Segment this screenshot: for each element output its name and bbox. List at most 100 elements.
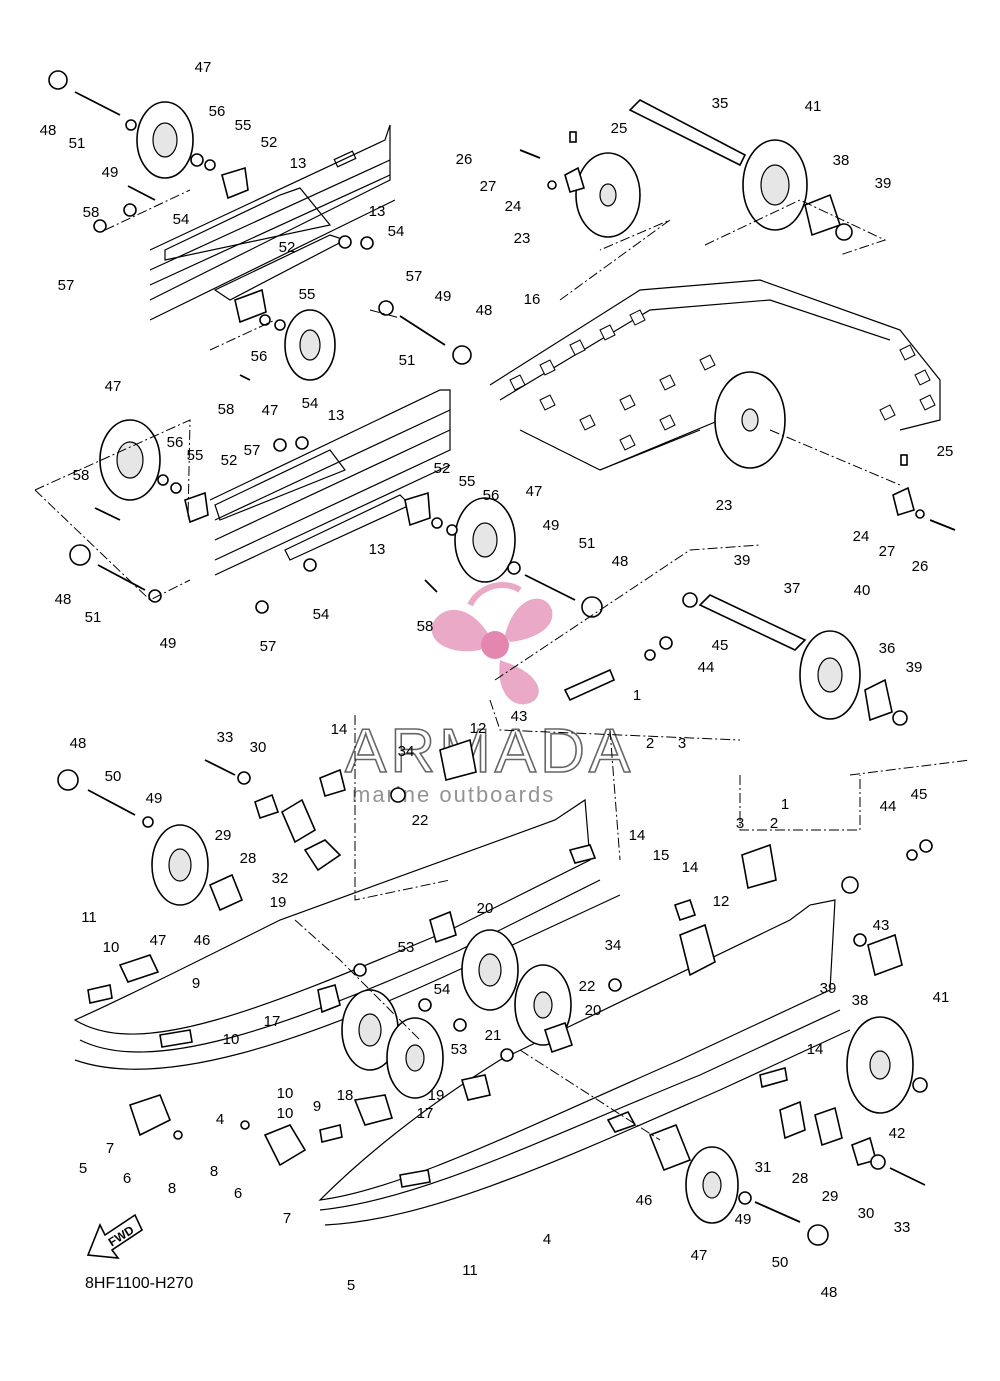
armada-logo: ARMADA marine outboards: [344, 582, 634, 807]
callout-26: 26: [912, 558, 929, 575]
callout-48: 48: [55, 591, 72, 608]
lower-rail-assembly: FWD: [57, 715, 971, 1259]
middle-rail-assembly: [34, 389, 603, 618]
callout-54: 54: [434, 981, 451, 998]
callout-24: 24: [853, 528, 870, 545]
callout-25: 25: [937, 443, 954, 460]
callout-52: 52: [279, 239, 296, 256]
callout-47: 47: [526, 483, 543, 500]
callout-42: 42: [889, 1125, 906, 1142]
callout-58: 58: [73, 467, 90, 484]
callout-33: 33: [217, 729, 234, 746]
callout-47: 47: [105, 378, 122, 395]
callout-18: 18: [337, 1087, 354, 1104]
callout-31: 31: [755, 1159, 772, 1176]
callout-55: 55: [235, 117, 252, 134]
callout-12: 12: [470, 720, 487, 737]
callout-48: 48: [40, 122, 57, 139]
callout-35: 35: [712, 95, 729, 112]
callout-41: 41: [805, 98, 822, 115]
callout-40: 40: [854, 582, 871, 599]
callout-17: 17: [417, 1105, 434, 1122]
callout-20: 20: [477, 900, 494, 917]
callout-50: 50: [105, 768, 122, 785]
callout-52: 52: [221, 452, 238, 469]
callout-52: 52: [261, 134, 278, 151]
callout-49: 49: [735, 1211, 752, 1228]
callout-9: 9: [192, 975, 200, 992]
callout-14: 14: [807, 1041, 824, 1058]
callout-3: 3: [736, 815, 744, 832]
callout-21: 21: [485, 1027, 502, 1044]
callout-6: 6: [123, 1170, 131, 1187]
callout-39: 39: [734, 552, 751, 569]
callout-34: 34: [398, 743, 415, 760]
watermark-title: ARMADA: [345, 717, 634, 786]
callout-48: 48: [476, 302, 493, 319]
callout-1: 1: [633, 687, 641, 704]
callout-55: 55: [187, 447, 204, 464]
callout-10: 10: [223, 1031, 240, 1048]
callout-46: 46: [194, 932, 211, 949]
callout-30: 30: [858, 1205, 875, 1222]
callout-7: 7: [106, 1140, 114, 1157]
callout-43: 43: [511, 708, 528, 725]
callout-19: 19: [270, 894, 287, 911]
callout-25: 25: [611, 120, 628, 137]
callout-49: 49: [146, 790, 163, 807]
callout-58: 58: [218, 401, 235, 418]
callout-2: 2: [770, 815, 778, 832]
callout-13: 13: [369, 541, 386, 558]
callout-51: 51: [69, 135, 86, 152]
callout-14: 14: [331, 721, 348, 738]
callout-17: 17: [264, 1013, 281, 1030]
callout-10: 10: [277, 1085, 294, 1102]
callout-53: 53: [398, 939, 415, 956]
callout-57: 57: [244, 442, 261, 459]
callout-11: 11: [81, 909, 97, 926]
callout-48: 48: [612, 553, 629, 570]
callout-28: 28: [240, 850, 257, 867]
callout-20: 20: [585, 1002, 602, 1019]
callout-57: 57: [58, 277, 75, 294]
callout-56: 56: [483, 487, 500, 504]
callout-7: 7: [283, 1210, 291, 1227]
callout-27: 27: [879, 543, 896, 560]
callout-29: 29: [215, 827, 232, 844]
callout-4: 4: [216, 1111, 224, 1128]
callout-24: 24: [505, 198, 522, 215]
callout-47: 47: [195, 59, 212, 76]
callout-14: 14: [629, 827, 646, 844]
callout-37: 37: [784, 580, 801, 597]
callout-5: 5: [79, 1160, 87, 1177]
callout-2: 2: [646, 735, 654, 752]
callout-38: 38: [833, 152, 850, 169]
callout-27: 27: [480, 178, 497, 195]
callout-58: 58: [83, 204, 100, 221]
callout-22: 22: [412, 812, 429, 829]
callout-28: 28: [792, 1170, 809, 1187]
callout-16: 16: [524, 291, 541, 308]
callout-22: 22: [579, 978, 596, 995]
callout-15: 15: [653, 847, 670, 864]
callout-14: 14: [682, 859, 699, 876]
callout-39: 39: [875, 175, 892, 192]
callout-13: 13: [290, 155, 307, 172]
callout-11: 11: [462, 1262, 478, 1279]
callout-48: 48: [821, 1284, 838, 1301]
callout-3: 3: [678, 735, 686, 752]
track-assembly: [489, 99, 956, 741]
callout-33: 33: [894, 1219, 911, 1236]
callout-36: 36: [879, 640, 896, 657]
callout-56: 56: [209, 103, 226, 120]
callout-51: 51: [399, 352, 416, 369]
callout-47: 47: [691, 1247, 708, 1264]
callout-49: 49: [102, 164, 119, 181]
callout-10: 10: [103, 939, 120, 956]
callout-30: 30: [250, 739, 267, 756]
callout-8: 8: [210, 1163, 218, 1180]
callout-48: 48: [70, 735, 87, 752]
callout-23: 23: [514, 230, 531, 247]
